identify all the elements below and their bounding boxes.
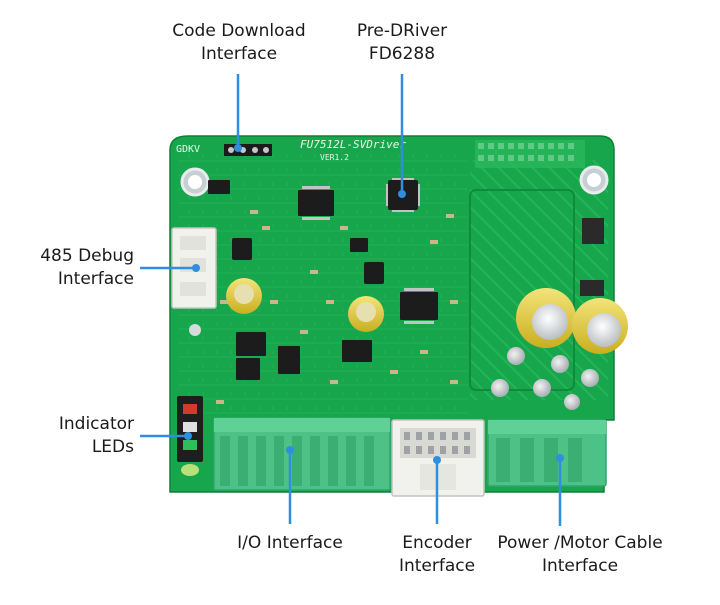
label-485-debug-line1: 485 Debug: [40, 246, 134, 266]
power-motor-connector: [487, 419, 607, 487]
smd-components: [216, 210, 458, 404]
capacitor-4: [572, 298, 628, 354]
callout-dot-485-debug: [192, 264, 200, 272]
ic-components: [208, 180, 604, 380]
callout-dot-encoder: [433, 456, 441, 464]
label-code-download-line2: Interface: [200, 44, 278, 64]
label-pre-driver-line2: FD6288: [368, 44, 436, 64]
silkscreen-board-name: FU7512L-SVDriver: [300, 138, 406, 151]
label-485-debug: 485 Debug Interface: [20, 245, 134, 291]
label-power-motor: Power /Motor Cable Interface: [478, 532, 682, 578]
io-connector: [213, 417, 391, 491]
label-io-interface: I/O Interface: [210, 532, 370, 555]
label-indicator-leds-line1: Indicator: [58, 414, 134, 434]
callout-dot-indicator-leds: [184, 432, 192, 440]
label-encoder: Encoder Interface: [372, 532, 502, 578]
capacitor-2: [348, 296, 384, 332]
power-pads: [491, 347, 599, 410]
callout-dot-pre-driver: [398, 190, 406, 198]
label-pre-driver: Pre-DRiver FD6288: [340, 20, 464, 66]
silkscreen-brand: GDKV: [176, 144, 200, 155]
capacitor-3: [516, 288, 576, 348]
label-io-interface-line1: I/O Interface: [237, 533, 343, 553]
label-code-download-line1: Code Download: [172, 21, 306, 41]
code-download-header: [224, 144, 272, 156]
capacitor-1: [226, 278, 262, 314]
callouts: [140, 74, 564, 526]
pcb-inner-region: [469, 189, 575, 391]
callout-dot-code-download: [234, 144, 242, 152]
label-pre-driver-line1: Pre-DRiver: [356, 21, 448, 41]
label-power-motor-line2: Interface: [541, 556, 619, 576]
label-code-download: Code Download Interface: [160, 20, 318, 66]
callout-dot-io: [286, 446, 294, 454]
label-encoder-line1: Encoder: [402, 533, 472, 553]
label-indicator-leds: Indicator LEDs: [20, 413, 134, 459]
pcb-board: [169, 135, 615, 493]
label-encoder-line2: Interface: [398, 556, 476, 576]
label-power-motor-line1: Power /Motor Cable: [497, 533, 663, 553]
label-485-debug-line2: Interface: [57, 269, 134, 289]
indicator-leds: [177, 396, 203, 476]
pcb-pad-grid-cells: [478, 143, 574, 161]
callout-dot-power-motor: [556, 454, 564, 462]
silkscreen-version: VER1.2: [320, 153, 349, 162]
label-indicator-leds-line2: LEDs: [91, 437, 134, 457]
